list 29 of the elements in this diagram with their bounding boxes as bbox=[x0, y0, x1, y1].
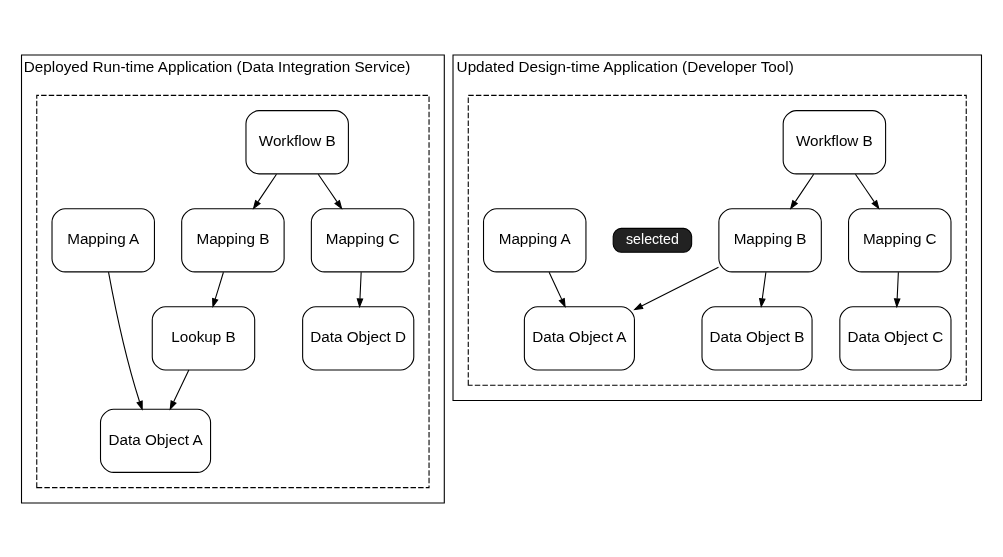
node-box: Mapping B bbox=[181, 207, 285, 272]
node-box: Mapping C bbox=[310, 207, 415, 272]
arrow bbox=[758, 271, 767, 308]
node-box: selected bbox=[612, 227, 693, 253]
node-box: Mapping A bbox=[51, 207, 155, 272]
arrow bbox=[252, 173, 278, 210]
node-box: Workflow B bbox=[782, 109, 887, 174]
arrow bbox=[633, 266, 720, 310]
arrow bbox=[212, 271, 224, 308]
node-box: Mapping B bbox=[718, 207, 822, 272]
node-box: Lookup B bbox=[151, 305, 256, 371]
node-box: Data Object D bbox=[302, 305, 415, 371]
node-box: Data Object B bbox=[701, 305, 813, 371]
node-box: Data Object A bbox=[99, 408, 212, 473]
node-box: Workflow B bbox=[245, 109, 349, 174]
arrow bbox=[893, 271, 901, 308]
node-box: Data Object C bbox=[839, 305, 952, 371]
arrow bbox=[789, 173, 815, 210]
arrow bbox=[169, 369, 190, 410]
arrow bbox=[108, 271, 143, 411]
node-box: Mapping C bbox=[848, 207, 952, 272]
cluster bbox=[467, 94, 967, 386]
arrow bbox=[548, 271, 566, 308]
node-box: Data Object A bbox=[523, 305, 635, 371]
arrow bbox=[317, 173, 343, 210]
arrow bbox=[854, 173, 880, 210]
arrow bbox=[356, 271, 364, 308]
cluster bbox=[36, 94, 430, 488]
node-box: Mapping A bbox=[482, 207, 587, 272]
